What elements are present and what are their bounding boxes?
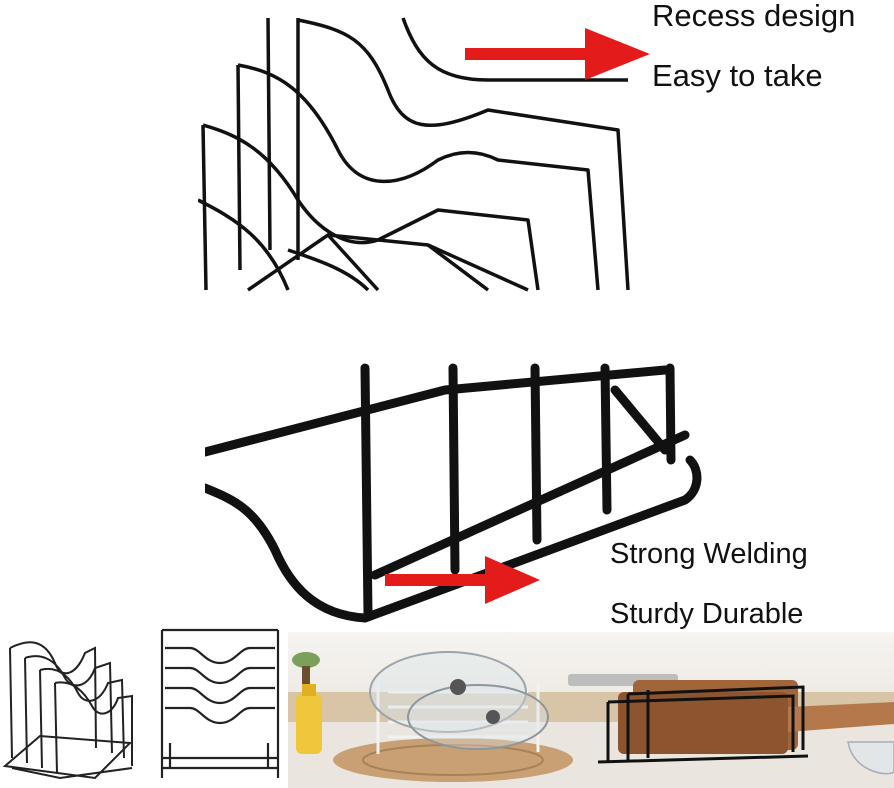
caption-easy-to-take: Easy to take xyxy=(652,58,823,93)
rack-product-photo-angle xyxy=(0,618,140,788)
kitchen-scene-photo xyxy=(288,632,894,788)
caption-recess-design: Recess design xyxy=(652,0,856,33)
rack-product-photo-front xyxy=(150,618,288,788)
caption-strong-welding: Strong Welding xyxy=(610,538,808,570)
caption-sturdy-durable: Sturdy Durable xyxy=(610,598,804,630)
arrow-icon-top xyxy=(465,28,650,80)
arrow-icon-middle xyxy=(385,556,540,604)
